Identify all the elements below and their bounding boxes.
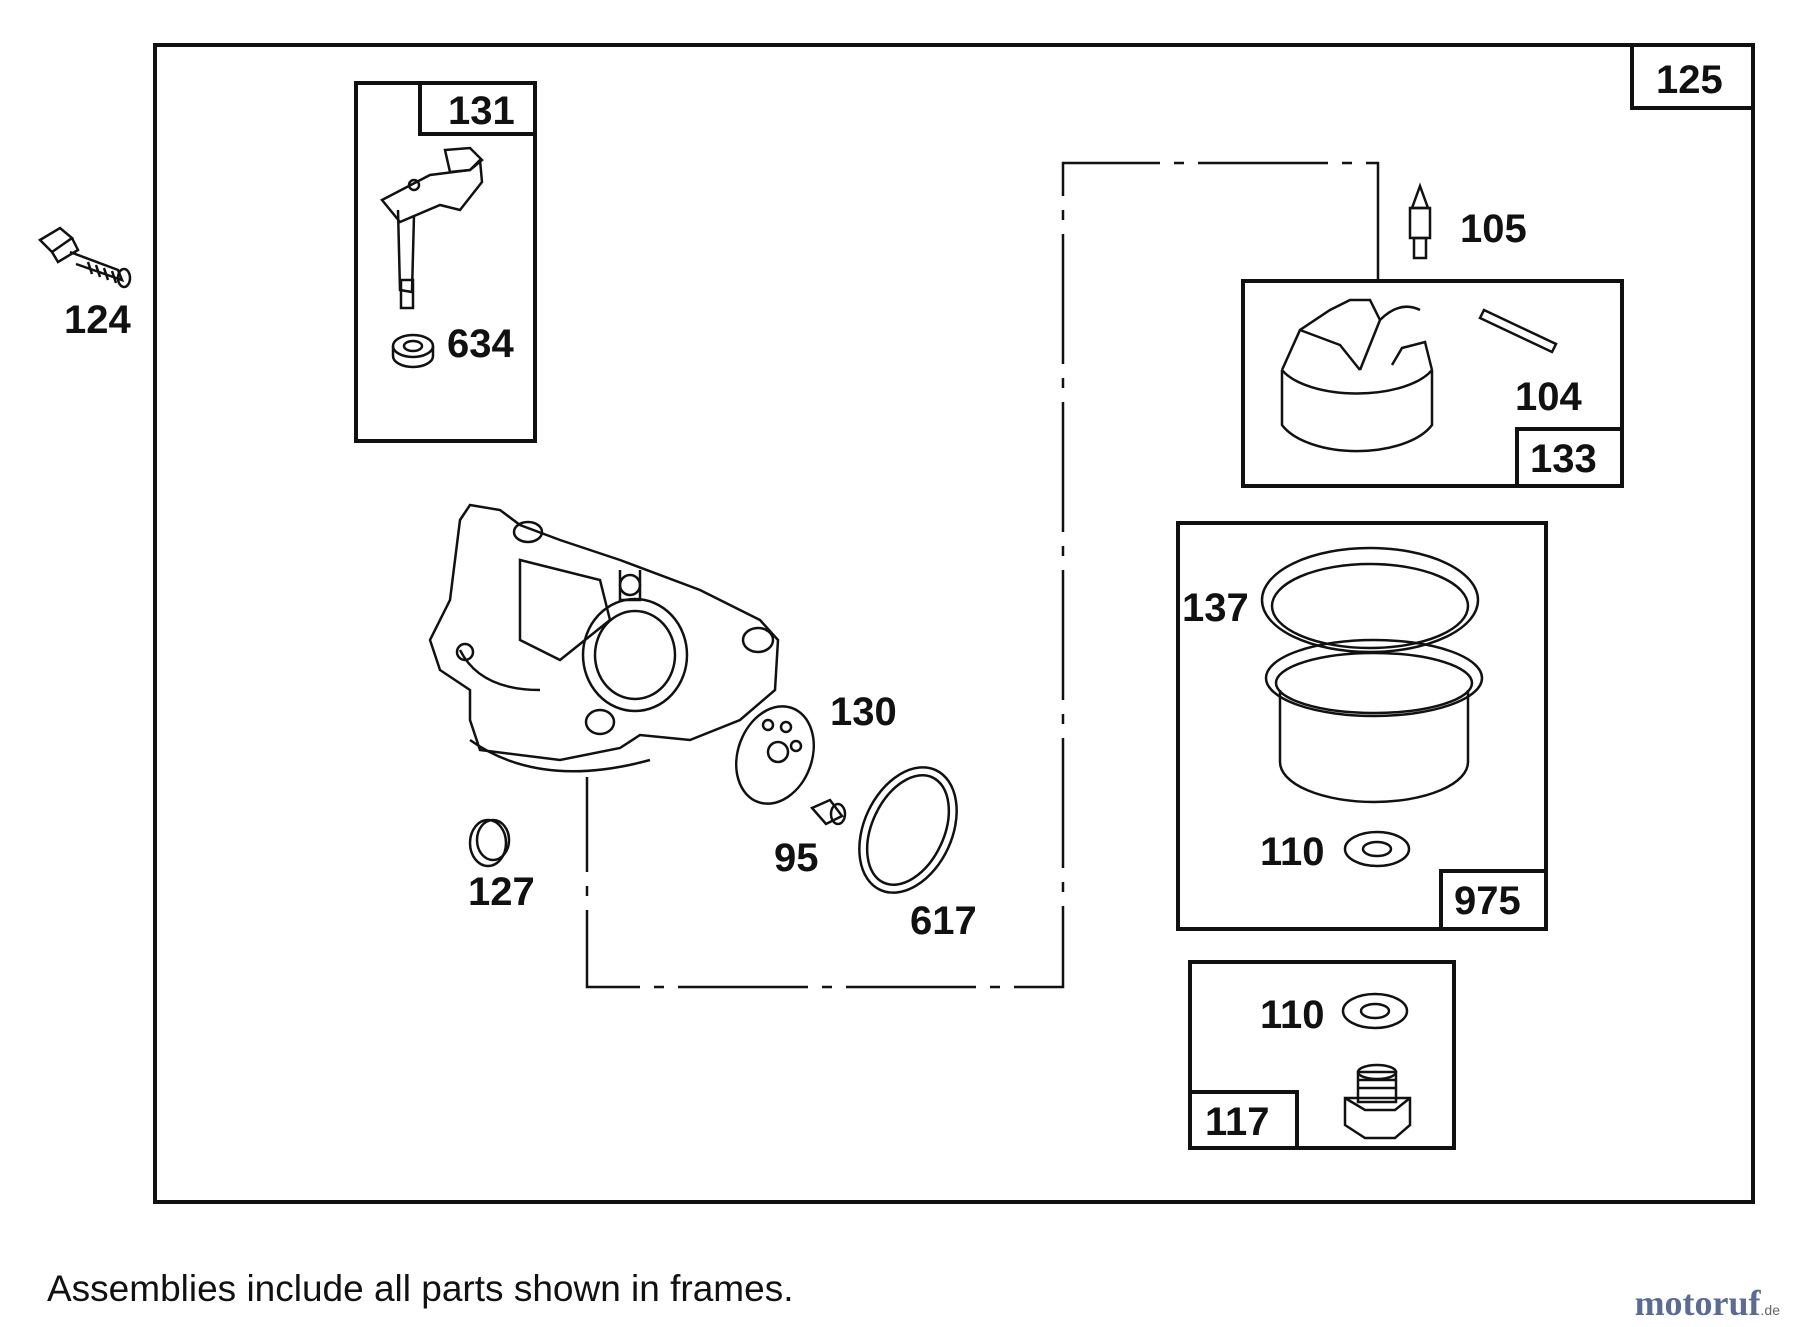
frame-117-tag — [1188, 1090, 1299, 1150]
pin-104-icon — [1478, 308, 1558, 354]
oring-617-icon — [858, 766, 958, 894]
label-617: 617 — [910, 899, 977, 943]
label-127: 127 — [468, 870, 535, 914]
label-95: 95 — [774, 836, 819, 880]
watermark-logo: motoruf.de — [1635, 1282, 1780, 1324]
label-634: 634 — [447, 322, 514, 366]
frame-125 — [153, 43, 1755, 1204]
label-137: 137 — [1182, 586, 1249, 630]
frame-975 — [1176, 521, 1548, 931]
washer-110b-icon — [1341, 992, 1409, 1030]
label-110: 110 — [1260, 830, 1325, 874]
label-975: 975 — [1454, 879, 1521, 923]
label-130: 130 — [830, 690, 897, 734]
label-131: 131 — [448, 89, 515, 133]
watermark-suffix: .de — [1760, 1302, 1780, 1318]
label-117: 117 — [1205, 1100, 1270, 1144]
carburetor-body-icon — [428, 503, 780, 773]
connector-lines — [585, 161, 1380, 989]
plate-130-icon — [735, 705, 815, 805]
needle-105-icon — [1408, 182, 1432, 260]
frame-133-tag — [1515, 427, 1624, 488]
frame-131-tag — [418, 81, 537, 136]
label-125: 125 — [1656, 58, 1723, 102]
frame-131 — [354, 81, 537, 443]
washer-110-icon — [1343, 830, 1411, 868]
footer-note: Assemblies include all parts shown in fr… — [47, 1268, 794, 1309]
screw-95-icon — [809, 798, 847, 826]
label-124: 124 — [64, 298, 131, 342]
frame-133 — [1241, 279, 1624, 488]
frame-975-tag — [1439, 869, 1548, 931]
bolt-124-icon — [37, 226, 132, 289]
label-133: 133 — [1530, 437, 1597, 481]
watermark-brand: motoruf — [1634, 1283, 1761, 1323]
float-133-icon — [1280, 298, 1434, 453]
frame-125-tag — [1630, 43, 1755, 110]
drain-bolt-117-icon — [1343, 1063, 1412, 1140]
frame-117 — [1188, 960, 1456, 1150]
plug-127-icon — [468, 818, 511, 868]
bowl-gasket-137-icon — [1260, 546, 1484, 804]
label-105: 105 — [1460, 207, 1527, 251]
choke-lever-634-icon — [380, 146, 484, 369]
label-110-frame-117: 110 — [1260, 993, 1325, 1037]
label-104: 104 — [1515, 375, 1582, 419]
